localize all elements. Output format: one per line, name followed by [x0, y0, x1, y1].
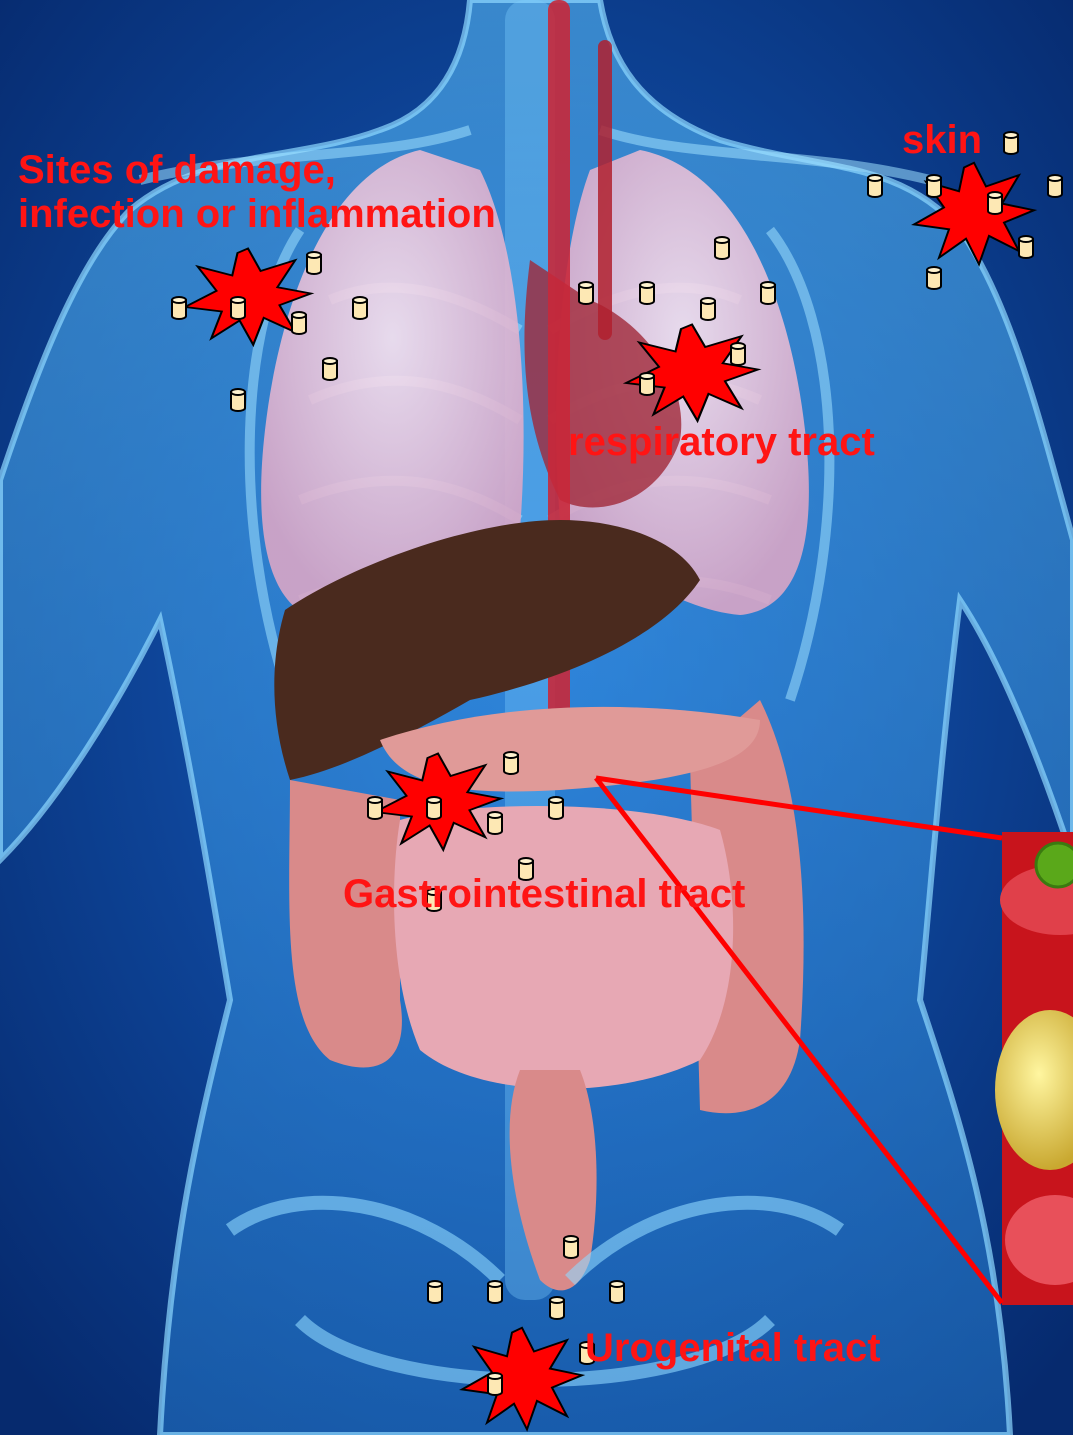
cell-marker-icon — [610, 1281, 624, 1303]
cell-marker-icon — [427, 797, 441, 819]
gastrointestinal-tract-label: Gastrointestinal tract — [343, 872, 745, 916]
pulmonary-artery — [598, 40, 612, 340]
cell-marker-icon — [868, 175, 882, 197]
cell-marker-icon — [927, 267, 941, 289]
cell-marker-icon — [292, 312, 306, 334]
cell-marker-icon — [1048, 175, 1062, 197]
cell-marker-icon — [353, 297, 367, 319]
cell-marker-icon — [927, 175, 941, 197]
cell-marker-icon — [715, 237, 729, 259]
urogenital-tract-label: Urogenital tract — [585, 1326, 881, 1370]
cell-marker-icon — [231, 297, 245, 319]
cell-marker-icon — [172, 297, 186, 319]
cell-marker-icon — [701, 298, 715, 320]
cell-marker-icon — [488, 1373, 502, 1395]
cell-marker-icon — [323, 358, 337, 380]
cell-marker-icon — [488, 1281, 502, 1303]
respiratory-tract-label: respiratory tract — [568, 420, 875, 464]
cell-marker-icon — [231, 389, 245, 411]
sites-label-line1: Sites of damage, — [18, 148, 496, 192]
cell-marker-icon — [504, 752, 518, 774]
cell-marker-icon — [307, 252, 321, 274]
cell-inset — [995, 832, 1073, 1305]
cell-marker-icon — [1019, 236, 1033, 258]
cell-marker-icon — [579, 282, 593, 304]
cell-marker-icon — [550, 1297, 564, 1319]
sites-label: Sites of damage, infection or inflammati… — [18, 148, 496, 236]
cell-marker-icon — [428, 1281, 442, 1303]
cell-marker-icon — [488, 812, 502, 834]
cell-marker-icon — [761, 282, 775, 304]
cell-marker-icon — [988, 192, 1002, 214]
cell-marker-icon — [1004, 132, 1018, 154]
cell-marker-icon — [731, 343, 745, 365]
cell-marker-icon — [640, 282, 654, 304]
skin-label: skin — [902, 118, 982, 162]
cell-marker-icon — [368, 797, 382, 819]
cell-marker-icon — [549, 797, 563, 819]
cell-marker-icon — [640, 373, 654, 395]
sites-label-line2: infection or inflammation — [18, 192, 496, 236]
cell-marker-icon — [564, 1236, 578, 1258]
